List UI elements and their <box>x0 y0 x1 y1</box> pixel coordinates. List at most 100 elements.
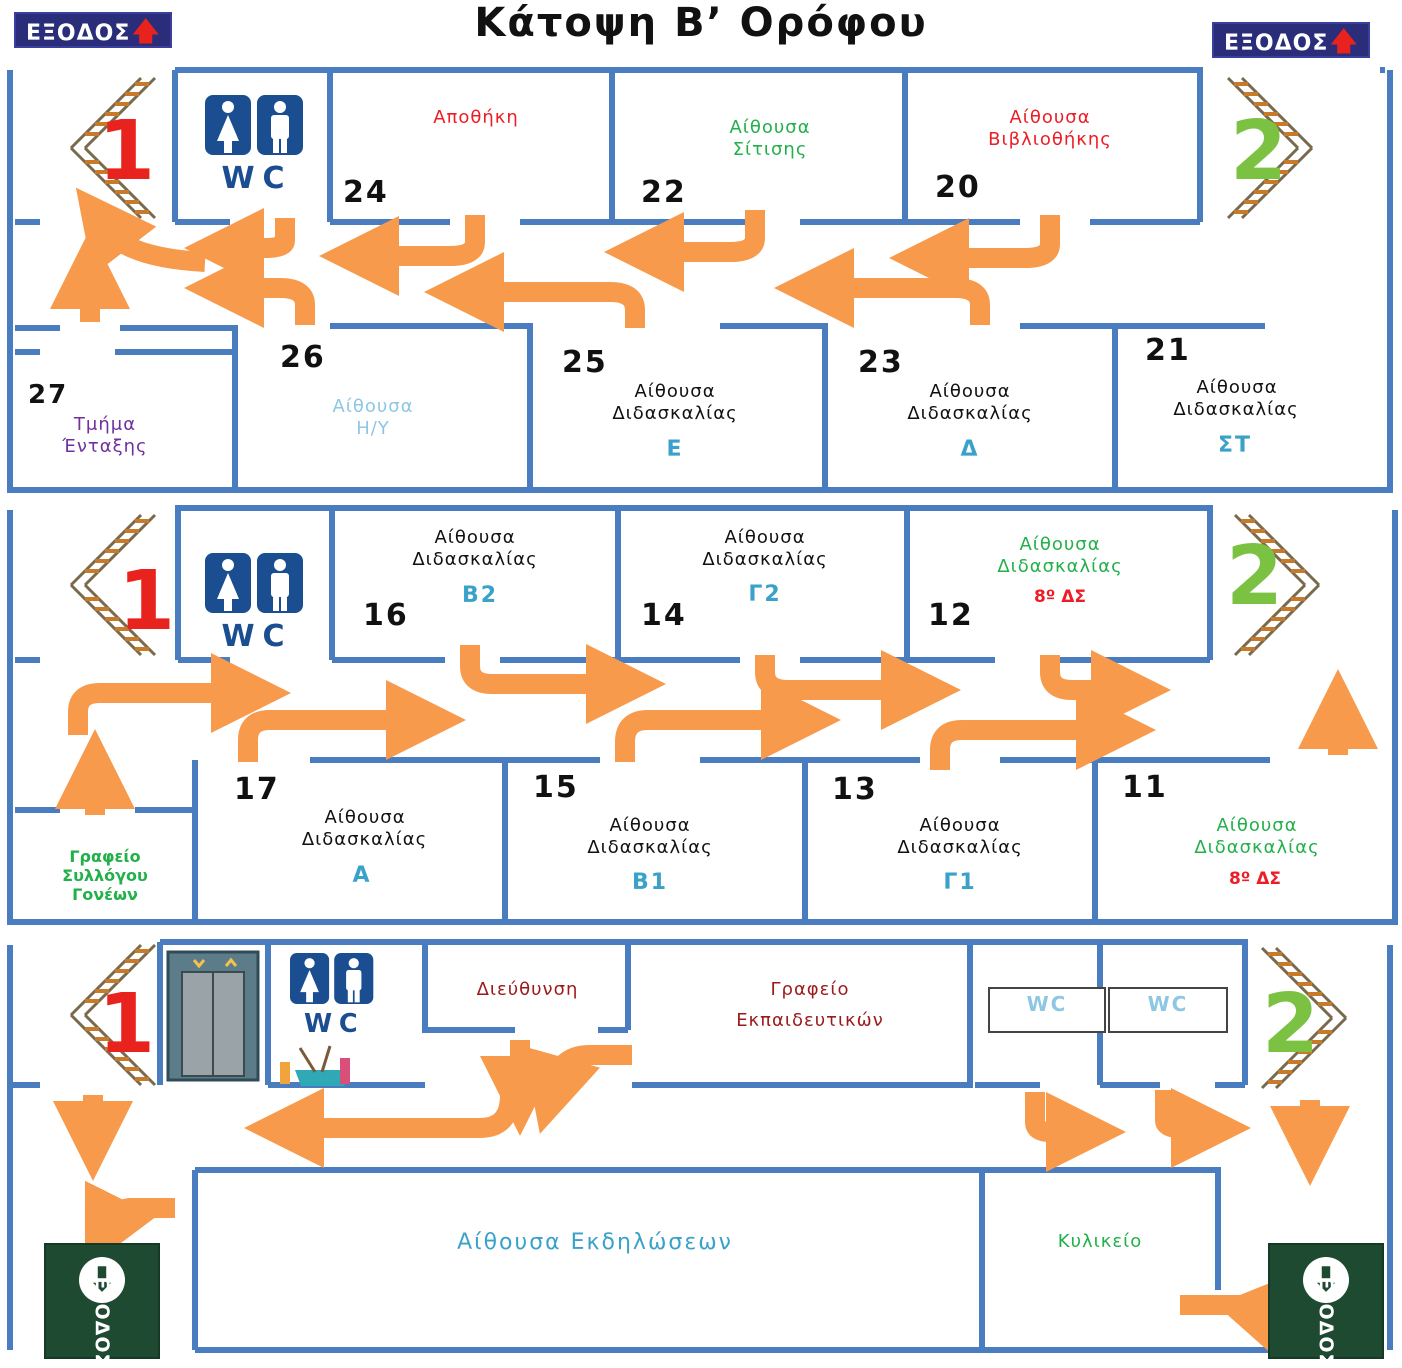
arrow <box>1180 1274 1291 1355</box>
page-title: Κάτοψη Β’ Ορόφου <box>474 0 928 46</box>
office-name-line3: Γονέων <box>72 885 138 904</box>
room-27-name-line2: Ένταξης <box>62 436 148 457</box>
wc-room-1-label: WC <box>1026 992 1068 1016</box>
room-25-number: 25 <box>562 345 608 380</box>
room-25-code: Ε <box>666 437 684 462</box>
stair-number-2: 2 <box>1230 104 1288 199</box>
room-17-name-line1: Αίθουσα <box>324 807 406 828</box>
room-15-code: Β1 <box>631 870 669 895</box>
arrow <box>84 1180 175 1271</box>
stair-number-2: 2 <box>1226 529 1284 624</box>
exit-sign-top-right: ΕΞΟΔΟΣ🡅 <box>1212 22 1371 58</box>
arrow-up-icon: 🡅 <box>1330 27 1359 57</box>
room-16-name-line1: Αίθουσα <box>434 527 516 548</box>
room-20-name-line1: Αίθουσα <box>1009 107 1091 128</box>
room-14-name-line2: Διδασκαλίας <box>702 549 828 570</box>
arrow <box>930 690 1156 770</box>
arrow <box>238 680 466 762</box>
teachers-office-label-line2: Εκπαιδευτικών <box>736 1010 884 1031</box>
office-name-line2: Συλλόγου <box>62 866 148 885</box>
room-15-name-line1: Αίθουσα <box>609 815 691 836</box>
arrow <box>755 650 961 730</box>
room-13-code: Γ1 <box>943 870 977 895</box>
exit-sign-label: ΕΞΟΔΟΣ <box>26 21 131 46</box>
wc-room-1: WC <box>988 987 1106 1033</box>
arrow <box>522 1045 632 1134</box>
room-21-code: ΣΤ <box>1217 433 1253 458</box>
arrow <box>774 248 990 328</box>
room-26-name-line1: Αίθουσα <box>332 396 414 417</box>
room-25-name-line2: Διδασκαλίας <box>612 403 738 424</box>
wc-icon: WC <box>205 95 309 196</box>
stair-number-2: 2 <box>1262 977 1320 1072</box>
exit-sign-label: ΕΞΟΔΟΣ <box>1315 1276 1337 1368</box>
room-21-name-line1: Αίθουσα <box>1196 377 1278 398</box>
wc-room-2-label: WC <box>1147 992 1189 1016</box>
exit-sign-label: ΕΞΟΔΟΣ <box>91 1276 113 1368</box>
room-11-code: 8º ΔΣ <box>1228 869 1282 889</box>
room-21-number: 21 <box>1145 333 1191 368</box>
wc-room-2: WC <box>1108 987 1228 1033</box>
room-27-number: 27 <box>28 380 69 410</box>
room-13-name-line2: Διδασκαλίας <box>897 837 1023 858</box>
room-11-name-line1: Αίθουσα <box>1216 815 1298 836</box>
room-23-code: Δ <box>960 437 980 462</box>
room-22-name-line1: Αίθουσα <box>729 117 811 138</box>
office-name-line1: Γραφείο <box>69 847 141 866</box>
room-16-name-line2: Διδασκαλίας <box>412 549 538 570</box>
room-25-name-line1: Αίθουσα <box>634 381 716 402</box>
room-17-code: Α <box>352 863 372 888</box>
room-24-name: Αποθήκη <box>433 107 519 128</box>
arrow <box>615 680 841 762</box>
exit-sign-label: ΕΞΟΔΟΣ <box>1224 31 1329 56</box>
arrow <box>1025 1092 1126 1172</box>
room-16-code: Β2 <box>461 583 499 608</box>
arrow-up-icon: 🡅 <box>132 17 161 47</box>
wc-label: WC <box>303 1009 365 1039</box>
stair-number-1: 1 <box>118 554 176 649</box>
evacuation-arrows <box>50 187 1378 1355</box>
arrow <box>1040 650 1171 730</box>
room-24-number: 24 <box>343 175 389 210</box>
room-11-number: 11 <box>1122 770 1168 805</box>
arrow <box>75 187 206 276</box>
arrow-down-icon: ⬇ <box>1303 1257 1349 1303</box>
wc-icon: WC <box>290 953 378 1039</box>
arrow <box>184 248 315 328</box>
room-12-code: 8º ΔΣ <box>1033 587 1087 607</box>
room-20-number: 20 <box>935 170 981 205</box>
room-27-name-line1: Τμήμα <box>73 414 137 435</box>
stair-number-1: 1 <box>98 104 156 199</box>
room-26-number: 26 <box>280 340 326 375</box>
room-12-name-line1: Αίθουσα <box>1019 534 1101 555</box>
arrow <box>244 1088 520 1168</box>
arrow-down-icon: ⬇ <box>79 1257 125 1303</box>
room-13-number: 13 <box>832 772 878 807</box>
room-17-number: 17 <box>234 772 280 807</box>
teachers-office-label-line1: Γραφείο <box>770 979 850 1000</box>
room-12-name-line2: Διδασκαλίας <box>997 556 1123 577</box>
arrow <box>460 644 666 724</box>
arrow <box>424 252 645 332</box>
cleaning-supplies-icon <box>280 1045 350 1086</box>
arrow <box>68 653 291 735</box>
room-23-name-line1: Αίθουσα <box>929 381 1011 402</box>
room-14-name-line1: Αίθουσα <box>724 527 806 548</box>
arrow <box>1155 1088 1251 1168</box>
stair-number-1: 1 <box>98 977 156 1072</box>
room-21-name-line2: Διδασκαλίας <box>1173 399 1299 420</box>
room-22-number: 22 <box>641 175 687 210</box>
arrow <box>184 208 295 288</box>
room-12-number: 12 <box>928 598 974 633</box>
room-20-name-line2: Βιβλιοθήκης <box>988 129 1112 150</box>
exit-sign-top-left: ΕΞΟΔΟΣ🡅 <box>14 12 173 48</box>
room-15-name-line2: Διδασκαλίας <box>587 837 713 858</box>
room-22-name-line2: Σίτισης <box>732 139 808 160</box>
event-hall-label: Αίθουσα Εκδηλώσεων <box>457 1230 733 1255</box>
room-23-number: 23 <box>858 345 904 380</box>
room-14-number: 14 <box>641 598 687 633</box>
room-14-code: Γ2 <box>748 582 782 607</box>
room-23-name-line2: Διδασκαλίας <box>907 403 1033 424</box>
room-15-number: 15 <box>533 770 579 805</box>
arrow <box>604 210 765 292</box>
